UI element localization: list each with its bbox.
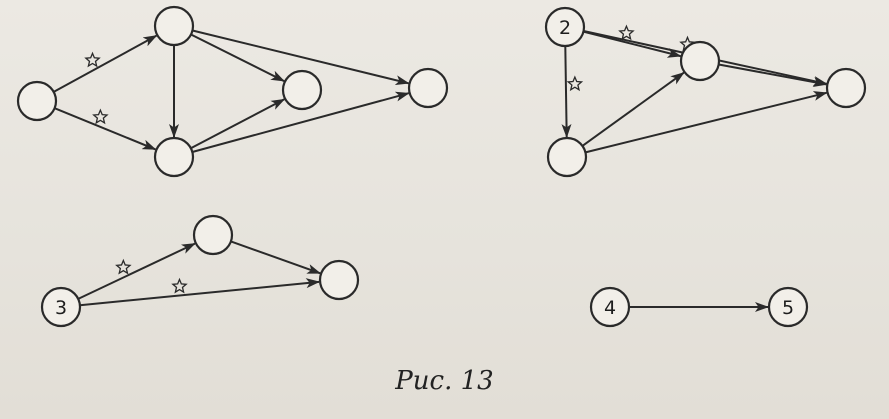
event-node-n2: 2 (544, 6, 586, 48)
node-circle (318, 259, 360, 301)
event-node-n5: 5 (767, 286, 809, 328)
arrow-b-to-d (190, 33, 285, 82)
node-label: 5 (782, 297, 794, 319)
node-circle (679, 40, 721, 82)
event-node-a (16, 80, 58, 122)
star-icon (171, 277, 188, 294)
arrow-b-to-e (192, 29, 410, 86)
node-label: 3 (55, 297, 67, 319)
star-icon (618, 24, 635, 41)
node-circle (16, 80, 58, 122)
figure-caption: Рис. 13 (395, 366, 494, 396)
node-circle (546, 136, 588, 178)
node-circle (192, 214, 234, 256)
node-label: 4 (604, 297, 616, 319)
arrow-n3-to-j (79, 278, 321, 307)
event-node-n3: 3 (40, 286, 82, 328)
node-circle (281, 69, 323, 111)
arrow-a-to-c (54, 107, 157, 151)
star-icon (84, 51, 101, 68)
event-node-d (281, 69, 323, 111)
arrow-c-to-d (190, 98, 286, 150)
event-node-b (153, 5, 195, 47)
node-circle (40, 286, 82, 328)
star-icon (92, 108, 109, 125)
event-node-n4: 4 (589, 286, 631, 328)
node-circle (407, 67, 449, 109)
event-node-c (153, 136, 195, 178)
event-node-f (679, 40, 721, 82)
arrow-c-to-e (192, 91, 410, 153)
arrow-n2-to-g (561, 45, 572, 138)
node-circle (153, 136, 195, 178)
event-node-g (546, 136, 588, 178)
event-node-h (825, 67, 867, 109)
event-node-e (407, 67, 449, 109)
node-circle (589, 286, 631, 328)
node-circle (544, 6, 586, 48)
event-node-j (318, 259, 360, 301)
node-circle (153, 5, 195, 47)
node-circle (825, 67, 867, 109)
arrow-n2-to-f (583, 30, 682, 58)
arrow-g-to-h (585, 91, 828, 154)
node-circle (767, 286, 809, 328)
star-icon (566, 75, 584, 92)
node-label: 2 (559, 17, 571, 39)
star-icon (115, 258, 132, 275)
arrow-i-to-j (230, 240, 322, 275)
arrow-f-to-h (718, 63, 828, 87)
arrow-g-to-f (581, 71, 685, 147)
arrow-a-to-b (53, 34, 158, 93)
arrow-n3-to-i (77, 242, 196, 300)
event-node-i (192, 214, 234, 256)
nodes-layer: 2 3 4 5 (16, 5, 867, 328)
